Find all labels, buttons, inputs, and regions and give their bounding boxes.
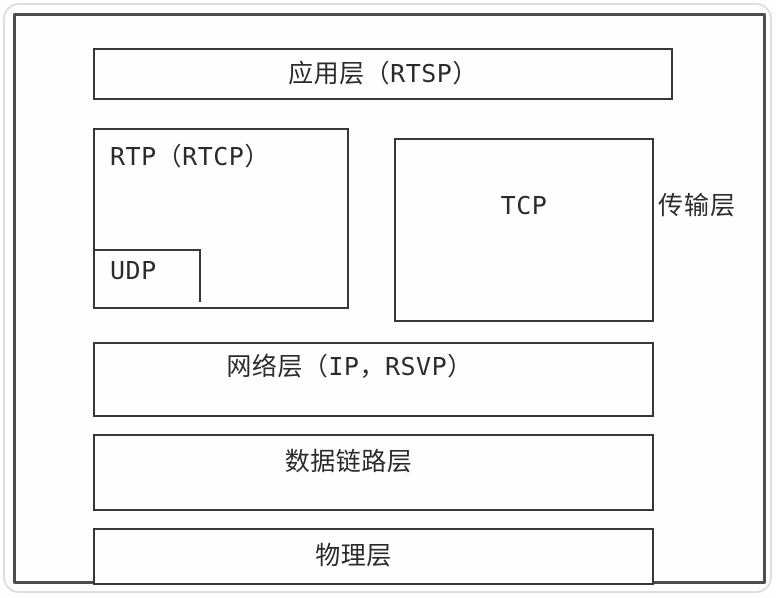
physical-layer-box: 物理层 [93,528,654,585]
application-layer-label: 应用层（RTSP） [288,58,478,88]
rtp-rtcp-label: RTP（RTCP） [110,142,270,171]
tcp-box: TCP [394,138,654,322]
tcp-label: TCP [500,191,548,220]
diagram-outer-frame: 应用层（RTSP） RTP（RTCP） UDP TCP 传输层 网络层（IP，R… [13,13,766,585]
physical-layer-label: 物理层 [315,541,392,571]
network-layer-label: 网络层（IP，RSVP） [226,352,473,381]
network-layer-box: 网络层（IP，RSVP） [93,342,654,417]
udp-box: UDP [95,249,201,302]
application-layer-box: 应用层（RTSP） [93,48,673,100]
datalink-layer-label: 数据链路层 [284,447,413,476]
rtp-rtcp-box: RTP（RTCP） UDP [93,128,349,309]
datalink-layer-box: 数据链路层 [93,434,654,511]
transport-layer-label: 传输层 [658,191,737,220]
udp-label: UDP [110,256,157,285]
